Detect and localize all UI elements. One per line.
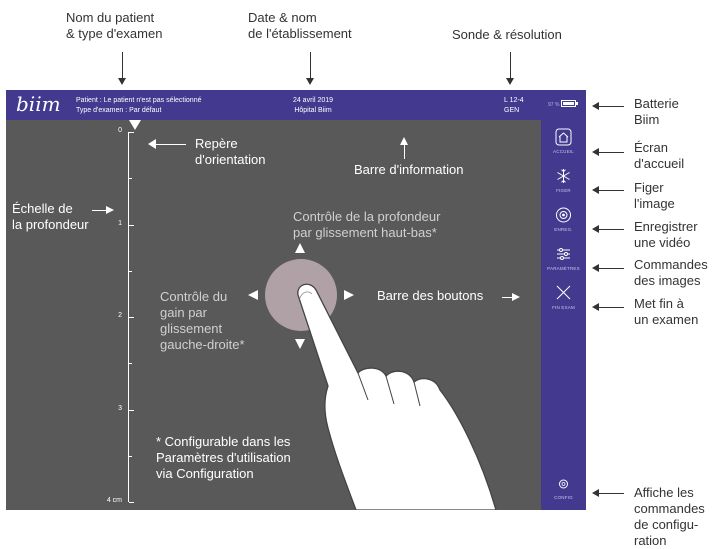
swipe-down-arrow xyxy=(295,339,305,349)
depth-tick xyxy=(129,455,132,457)
patient-name: Patient : Le patient n'est pas sélection… xyxy=(76,97,202,104)
close-icon xyxy=(556,285,571,300)
info-bar: biim Patient : Le patient n'est pas séle… xyxy=(6,90,586,120)
depth-tick-label: 0 xyxy=(118,127,122,134)
orientation-marker xyxy=(129,120,141,130)
annotation-controls: Commandes des images xyxy=(634,257,708,288)
button-bar: ACCUEIL FIGER ENREG. PARAMÈTRES xyxy=(541,120,586,510)
pointing-hand-illustration xyxy=(297,283,497,510)
record-button[interactable]: ENREG. xyxy=(541,204,586,242)
resolution: GEN xyxy=(504,107,520,114)
button-bar-arrow-line xyxy=(502,297,512,298)
depth-tick-label: 1 xyxy=(118,219,122,227)
arrow-home xyxy=(592,148,624,156)
annotation-date: Date & nom de l'établissement xyxy=(248,10,352,41)
home-icon xyxy=(555,128,572,146)
annotation-home: Écran d'accueil xyxy=(634,140,685,171)
depth-tick xyxy=(129,363,132,365)
depth-tick xyxy=(129,317,134,318)
battery-percent: 97 % xyxy=(548,102,560,108)
button-bar-arrow-head xyxy=(512,293,520,301)
end-exam-button[interactable]: FIN EXAM xyxy=(541,282,586,320)
depth-scale-arrow-line xyxy=(92,210,106,211)
info-bar-arrow-head xyxy=(400,137,408,145)
gear-icon xyxy=(559,479,568,489)
probe-name: L 12-4 xyxy=(504,97,524,104)
biim-logo: biim xyxy=(16,92,61,116)
battery-icon xyxy=(561,100,578,107)
annotation-record: Enregistrer une vidéo xyxy=(634,219,698,250)
arrow-probe xyxy=(506,52,514,85)
freeze-button[interactable]: FIGER xyxy=(541,165,586,203)
home-button[interactable]: ACCUEIL xyxy=(541,126,586,164)
annotation-probe: Sonde & résolution xyxy=(452,27,562,42)
annotation-battery: Batterie Biim xyxy=(634,96,679,127)
swipe-up-arrow xyxy=(295,243,305,253)
record-icon xyxy=(556,207,571,223)
depth-control-label: Contrôle de la profondeur par glissement… xyxy=(293,209,441,240)
button-bar-label: Barre des boutons xyxy=(377,288,484,303)
gain-control-label: Contrôle du gain par glissement gauche-d… xyxy=(160,289,245,352)
depth-tick-label: 2 xyxy=(118,312,122,319)
depth-tick-label: 3 xyxy=(118,404,122,412)
swipe-right-arrow xyxy=(344,290,354,300)
annotation-patient: Nom du patient & type d'examen xyxy=(66,10,163,41)
depth-scale-arrow-head xyxy=(106,206,114,214)
depth-tick xyxy=(129,270,132,272)
exam-date: 24 avril 2019 xyxy=(292,97,334,104)
annotation-freeze: Figer l'image xyxy=(634,180,675,211)
depth-tick xyxy=(129,132,134,133)
depth-tick xyxy=(129,409,134,411)
info-bar-arrow-line xyxy=(404,145,405,159)
arrow-patient xyxy=(118,52,126,85)
configurable-footnote: * Configurable dans les Paramètres d'uti… xyxy=(156,434,291,481)
info-bar-label: Barre d'information xyxy=(354,162,464,177)
depth-tick-label: 4 cm xyxy=(106,497,122,504)
depth-tick xyxy=(129,178,132,180)
arrow-record xyxy=(592,225,624,233)
arrow-config xyxy=(592,489,624,497)
swipe-left-arrow xyxy=(248,290,258,300)
arrow-end xyxy=(592,303,624,311)
depth-scale xyxy=(128,132,129,502)
exam-type: Type d'examen : Par défaut xyxy=(76,107,162,114)
snowflake-icon xyxy=(557,169,570,183)
arrow-date xyxy=(306,52,314,85)
orientation-label: Repère d'orientation xyxy=(195,136,266,167)
annotation-end: Met fin à un examen xyxy=(634,296,699,327)
config-button[interactable]: CONFIG xyxy=(541,472,586,510)
facility-name: Hôpital Biim xyxy=(294,107,332,114)
orientation-arrow-line xyxy=(156,144,186,145)
arrow-freeze xyxy=(592,186,624,194)
sliders-icon xyxy=(557,248,570,260)
params-button[interactable]: PARAMÈTRES xyxy=(541,243,586,281)
depth-tick xyxy=(129,502,134,503)
depth-scale-label: Échelle de la profondeur xyxy=(12,201,89,232)
arrow-controls xyxy=(592,264,624,272)
depth-tick xyxy=(129,224,134,226)
orientation-arrow-head xyxy=(148,139,156,149)
ultrasound-screen[interactable]: biim Patient : Le patient n'est pas séle… xyxy=(6,90,586,510)
annotation-config: Affiche les commandes de configu- ration xyxy=(634,485,705,548)
arrow-battery xyxy=(592,102,624,110)
